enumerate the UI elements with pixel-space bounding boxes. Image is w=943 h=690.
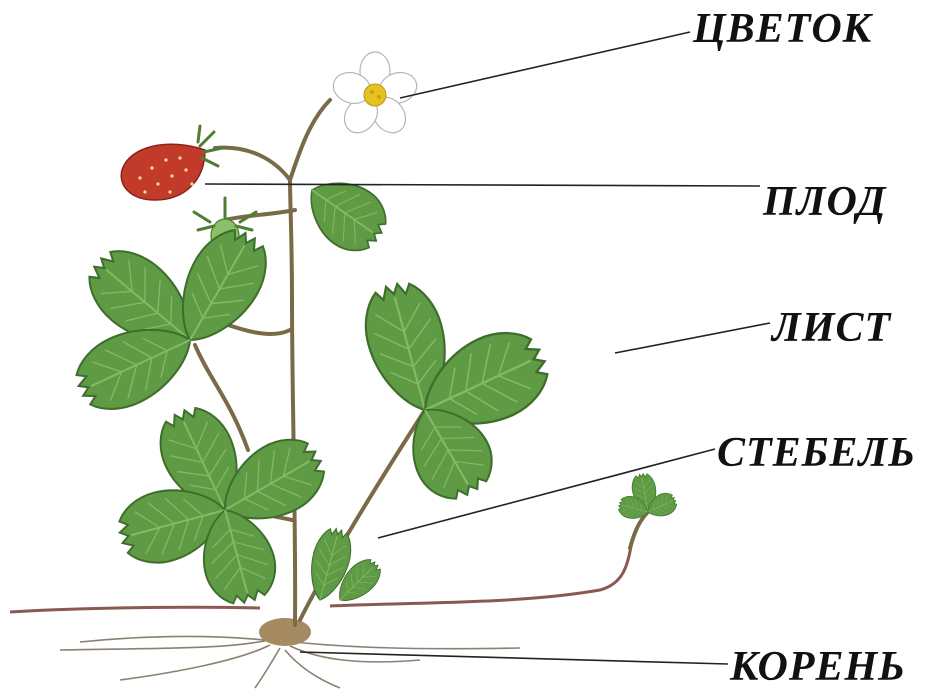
label-leaf: ЛИСТ bbox=[772, 307, 891, 349]
young-leaves bbox=[302, 525, 386, 610]
leader-line-flower bbox=[400, 32, 690, 98]
label-fruit: ПЛОД bbox=[763, 181, 886, 223]
runner-plantlet bbox=[616, 472, 680, 523]
leader-line-leaf bbox=[615, 323, 770, 353]
berry bbox=[121, 126, 222, 200]
leaf-cluster-upper-left bbox=[66, 218, 281, 423]
label-flower: ЦВЕТОК bbox=[693, 8, 872, 50]
plant-crown bbox=[259, 618, 311, 646]
leaf-cluster-lower-left bbox=[112, 398, 336, 611]
label-root: КОРЕНЬ bbox=[730, 646, 906, 688]
label-stem: СТЕБЕЛЬ bbox=[717, 432, 916, 474]
leaf-top-center bbox=[294, 164, 397, 262]
